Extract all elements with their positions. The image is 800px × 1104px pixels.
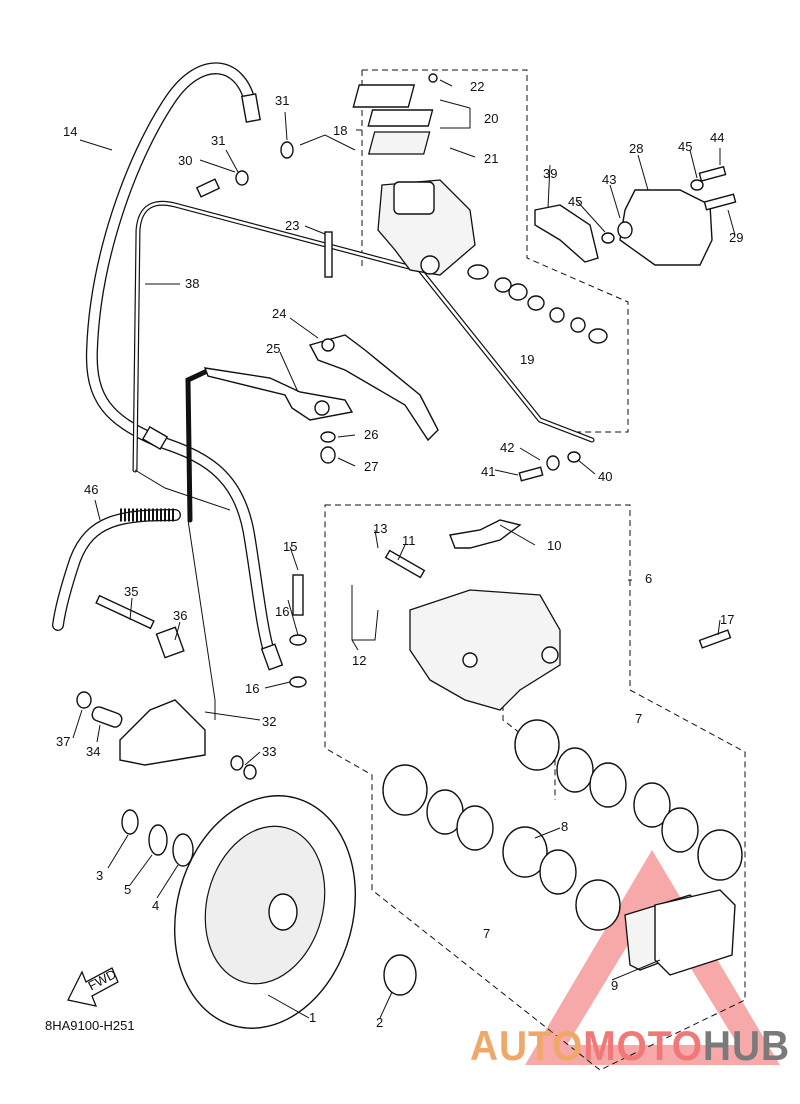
callout-12: 12 xyxy=(352,653,366,668)
callout-2: 2 xyxy=(376,1015,383,1030)
callout-4: 4 xyxy=(152,898,159,913)
watermark-part1: AUTO xyxy=(470,1022,583,1069)
callout-30: 30 xyxy=(178,153,192,168)
callout-27: 27 xyxy=(364,459,378,474)
foot-bracket xyxy=(534,189,713,266)
callout-9: 9 xyxy=(611,978,618,993)
watermark-part2: MOTO xyxy=(583,1022,703,1069)
callout-labels: 1 2 3 4 5 6 7 7 8 9 10 11 12 13 14 15 16… xyxy=(56,79,743,1030)
callout-46: 46 xyxy=(84,482,98,497)
callout-24: 24 xyxy=(272,306,286,321)
brake-lever xyxy=(308,334,439,442)
piston-kit xyxy=(467,264,608,344)
callout-35: 35 xyxy=(124,584,138,599)
callout-33: 33 xyxy=(262,744,276,759)
brake-disc xyxy=(173,795,417,1029)
master-cylinder xyxy=(352,73,476,276)
callout-41: 41 xyxy=(481,464,495,479)
callout-18: 18 xyxy=(333,123,347,138)
small-parts xyxy=(76,141,737,867)
callout-21: 21 xyxy=(484,151,498,166)
diagram-code: 8HA9100-H251 xyxy=(45,1018,135,1033)
lever-bracket xyxy=(203,367,354,421)
callout-44: 44 xyxy=(710,130,724,145)
callout-45a: 45 xyxy=(678,139,692,154)
callout-14: 14 xyxy=(63,124,77,139)
svg-text:AUTOMOTOHUB: AUTOMOTOHUB xyxy=(470,1022,790,1069)
callout-39: 39 xyxy=(543,166,557,181)
callout-37: 37 xyxy=(56,734,70,749)
callout-16b: 16 xyxy=(245,681,259,696)
callout-17: 17 xyxy=(720,612,734,627)
callout-3: 3 xyxy=(96,868,103,883)
fwd-arrow-icon: FWD xyxy=(67,966,119,1007)
callout-36: 36 xyxy=(173,608,187,623)
leader-lines xyxy=(72,79,736,1019)
watermark-part3: HUB xyxy=(703,1022,790,1069)
callout-31b: 31 xyxy=(211,133,225,148)
callout-7a: 7 xyxy=(635,711,642,726)
callout-1: 1 xyxy=(309,1010,316,1025)
brake-hose xyxy=(85,62,284,671)
watermark-logo: AUTOMOTOHUB xyxy=(470,1022,790,1069)
callout-7b: 7 xyxy=(483,926,490,941)
callout-23: 23 xyxy=(285,218,299,233)
callout-13: 13 xyxy=(373,521,387,536)
callout-22: 22 xyxy=(470,79,484,94)
caliper-pistons xyxy=(382,719,743,931)
callout-34: 34 xyxy=(86,744,100,759)
callout-26: 26 xyxy=(364,427,378,442)
callout-8: 8 xyxy=(561,819,568,834)
callout-43: 43 xyxy=(602,172,616,187)
callout-42: 42 xyxy=(500,440,514,455)
callout-11: 11 xyxy=(402,533,416,548)
callout-45b: 45 xyxy=(568,194,582,209)
callout-20: 20 xyxy=(484,111,498,126)
callout-15: 15 xyxy=(283,539,297,554)
callout-6: 6 xyxy=(645,571,652,586)
callout-25: 25 xyxy=(266,341,280,356)
brake-pads xyxy=(624,889,736,976)
spring-hose xyxy=(52,508,181,631)
callout-38: 38 xyxy=(185,276,199,291)
callout-40: 40 xyxy=(598,469,612,484)
callout-5: 5 xyxy=(124,882,131,897)
callout-32: 32 xyxy=(262,714,276,729)
watermark-triangle xyxy=(525,850,780,1065)
callout-29: 29 xyxy=(729,230,743,245)
callout-28: 28 xyxy=(629,141,643,156)
callout-16a: 16 xyxy=(275,604,289,619)
callout-31a: 31 xyxy=(275,93,289,108)
callout-10: 10 xyxy=(547,538,561,553)
brake-caliper xyxy=(292,519,561,711)
callout-19: 19 xyxy=(520,352,534,367)
